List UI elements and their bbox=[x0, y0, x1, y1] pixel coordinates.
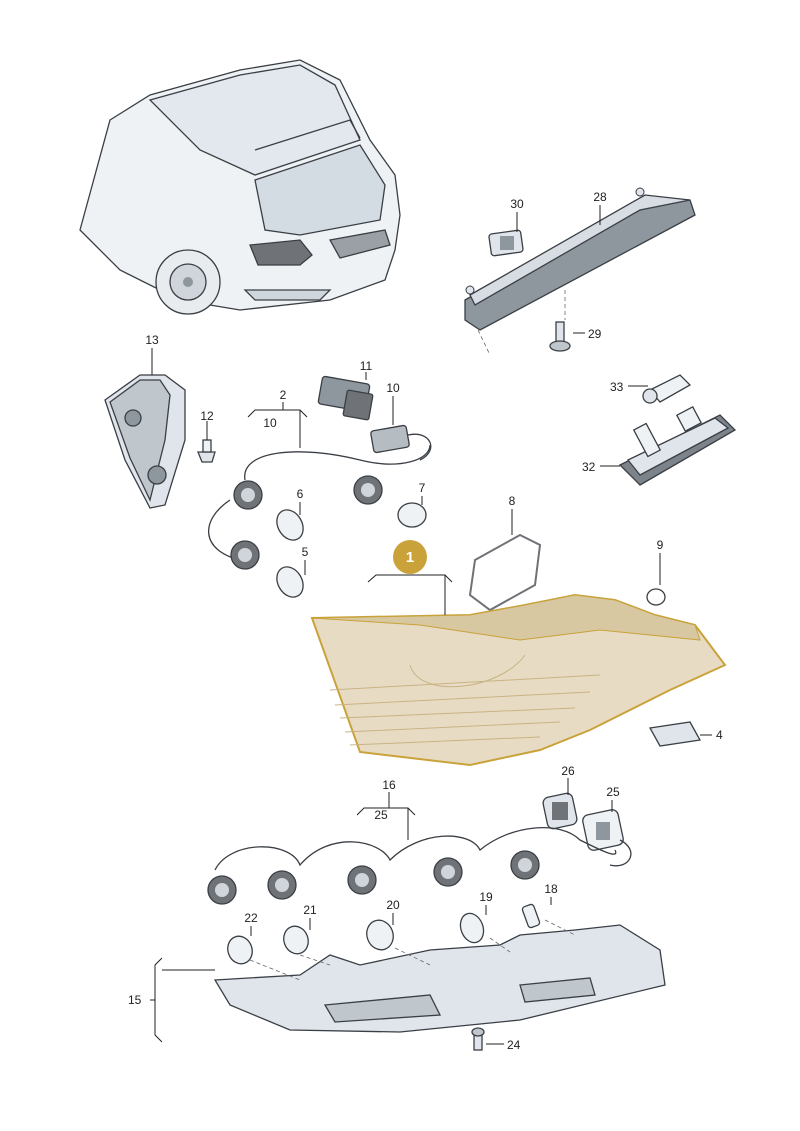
connector-11 bbox=[317, 375, 374, 421]
label-18: 18 bbox=[544, 882, 558, 896]
label-32: 32 bbox=[582, 460, 596, 474]
label-30: 30 bbox=[510, 197, 524, 211]
clip-12 bbox=[197, 439, 216, 463]
bulb-33 bbox=[642, 374, 692, 404]
label-5: 5 bbox=[302, 545, 309, 559]
connector-25 bbox=[582, 809, 632, 867]
label-19: 19 bbox=[479, 890, 493, 904]
tail-light-assembly bbox=[310, 593, 727, 767]
wiring-harness-2 bbox=[207, 444, 431, 570]
part-labels: 13 12 2 10 11 10 6 7 5 8 9 30 28 29 33 3… bbox=[128, 190, 723, 1052]
bracket-13 bbox=[104, 374, 186, 509]
car-illustration bbox=[79, 59, 401, 315]
connector-10 bbox=[370, 424, 432, 461]
leader-lines bbox=[150, 205, 712, 1045]
label-21: 21 bbox=[303, 903, 317, 917]
label-24: 24 bbox=[507, 1038, 521, 1052]
label-25: 25 bbox=[606, 785, 620, 799]
label-15: 15 bbox=[128, 993, 142, 1007]
wiring-harness-16 bbox=[207, 827, 617, 905]
inner-tail-light-15 bbox=[213, 919, 666, 1033]
label-12: 12 bbox=[200, 409, 214, 423]
gasket-8 bbox=[468, 533, 542, 612]
label-8: 8 bbox=[509, 494, 516, 508]
label-25-group: 25 bbox=[374, 808, 388, 822]
pad-4 bbox=[648, 721, 702, 747]
seal-9 bbox=[646, 588, 666, 606]
label-6: 6 bbox=[297, 487, 304, 501]
label-10: 10 bbox=[386, 381, 400, 395]
highlight-label: 1 bbox=[406, 549, 414, 566]
label-9: 9 bbox=[657, 538, 664, 552]
screw-29 bbox=[549, 321, 571, 352]
label-22: 22 bbox=[244, 911, 258, 925]
highlight-marker: 1 bbox=[393, 540, 427, 574]
label-26: 26 bbox=[561, 764, 575, 778]
label-20: 20 bbox=[386, 898, 400, 912]
third-brake-light bbox=[464, 187, 696, 356]
label-13: 13 bbox=[145, 333, 159, 347]
label-16: 16 bbox=[382, 778, 396, 792]
screw-24 bbox=[471, 1027, 485, 1051]
label-10-group: 10 bbox=[263, 416, 277, 430]
label-33: 33 bbox=[610, 380, 624, 394]
connector-30 bbox=[488, 229, 524, 257]
label-4: 4 bbox=[716, 728, 723, 742]
label-2: 2 bbox=[280, 388, 287, 402]
bulbs-18-22 bbox=[227, 903, 541, 965]
label-11: 11 bbox=[360, 359, 373, 373]
bulbs-5-6-7 bbox=[276, 502, 427, 598]
license-plate-light bbox=[618, 405, 737, 486]
label-28: 28 bbox=[593, 190, 607, 204]
label-29: 29 bbox=[588, 327, 602, 341]
label-7: 7 bbox=[419, 481, 426, 495]
connector-26 bbox=[542, 792, 578, 830]
